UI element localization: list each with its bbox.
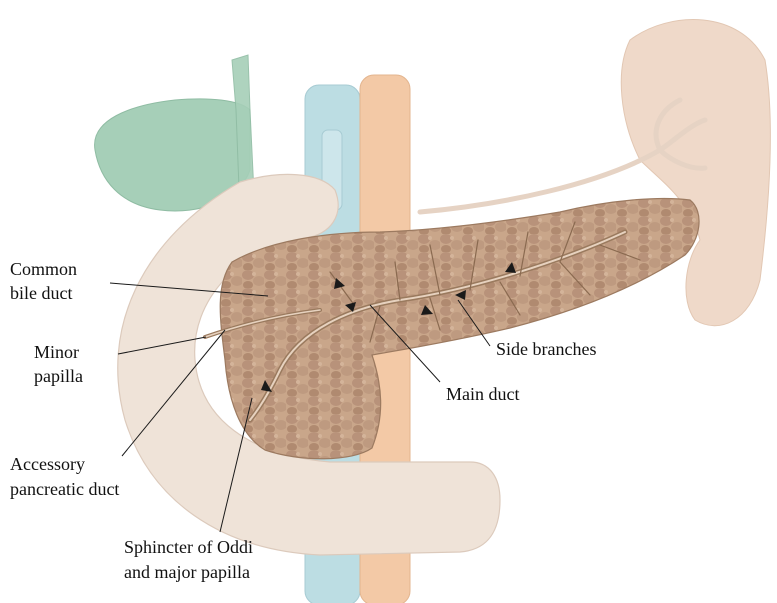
label-common-bile-duct: Common bile duct [10, 259, 82, 303]
label-main-duct: Main duct [446, 384, 520, 404]
label-accessory-duct: Accessory pancreatic duct [10, 454, 119, 499]
label-minor-papilla: Minor papilla [34, 342, 84, 386]
label-side-branches: Side branches [496, 339, 596, 359]
label-sphincter: Sphincter of Oddi and major papilla [124, 537, 257, 582]
